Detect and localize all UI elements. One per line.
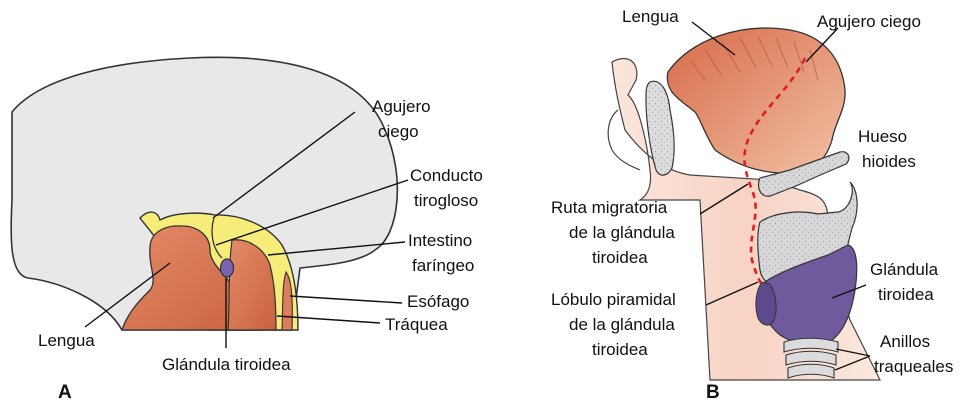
label-hueso-hioides-1: Hueso [858, 127, 907, 146]
leader-esofago-a [289, 295, 403, 304]
label-hueso-hioides-2: hioides [862, 152, 916, 171]
leader-lengua-a [84, 262, 171, 328]
thyroid-bud-a [219, 258, 235, 278]
label-intestino-faringeo-1: Intestino [408, 231, 472, 250]
tongue-a [121, 225, 263, 331]
label-lobulo-piramidal-3: tiroidea [592, 340, 648, 359]
label-lengua-a: Lengua [38, 331, 95, 350]
label-ruta-migratoria-2: de la glándula [569, 223, 675, 242]
label-ruta-migratoria-1: Ruta migratoria [551, 198, 668, 217]
leader-lengua-b [691, 21, 736, 56]
label-anillos-traqueales-2: traqueales [874, 357, 953, 376]
leader-glandula-b [831, 284, 867, 299]
label-lengua-b: Lengua [622, 7, 679, 26]
label-glandula-tiroidea-a: Glándula tiroidea [162, 355, 291, 374]
label-agujero-ciego-a-1: Agujero [372, 97, 431, 116]
migration-route [743, 57, 807, 289]
leader-anillos-b-1 [835, 348, 871, 357]
label-agujero-ciego-a-2: ciego [378, 122, 419, 141]
panel-letter-a: A [58, 382, 72, 403]
esophagus-a [281, 270, 293, 331]
panel-letter-b: B [706, 382, 720, 403]
leader-ruta-b [699, 183, 749, 215]
label-glandula-tiroidea-b-2: tiroidea [878, 285, 934, 304]
tracheal-rings [783, 337, 839, 379]
label-agujero-ciego-b: Agujero ciego [817, 12, 921, 31]
leader-traquea-a [276, 315, 381, 324]
label-anillos-traqueales-1: Anillos [880, 332, 930, 351]
leader-anillos-b-2 [834, 355, 871, 371]
thyroglossal-duct [211, 217, 223, 259]
leader-conducto-a [215, 179, 409, 246]
leader-intestino-a [267, 241, 406, 256]
pyramidal-lobe [755, 281, 777, 326]
panel-b: Lengua Agujero ciego Hueso hioides Ruta … [551, 7, 953, 403]
panel-a: Agujero ciego Conducto tirogloso Intesti… [10, 56, 483, 403]
label-ruta-migratoria-3: tiroidea [592, 248, 648, 267]
label-conducto-tirogloso-1: Conducto [410, 166, 483, 185]
embryo-head-outline [10, 56, 399, 331]
label-lobulo-piramidal-1: Lóbulo piramidal [551, 290, 676, 309]
tongue-hatching [689, 35, 819, 81]
label-lobulo-piramidal-2: de la glándula [569, 315, 675, 334]
lip-chin [607, 109, 641, 171]
leader-agujero-b [805, 27, 839, 63]
label-conducto-tirogloso-2: tirogloso [414, 191, 478, 210]
leader-lobulo-b [705, 281, 759, 306]
label-glandula-tiroidea-b-1: Glándula [870, 260, 939, 279]
label-intestino-faringeo-2: faríngeo [412, 256, 474, 275]
mandible-texture [646, 81, 675, 176]
label-traquea-a: Tráquea [385, 315, 448, 334]
pharynx-inner [227, 239, 277, 331]
leader-agujero-a [212, 111, 356, 219]
hyoid-texture [758, 151, 849, 197]
label-esofago-a: Esófago [407, 292, 469, 311]
